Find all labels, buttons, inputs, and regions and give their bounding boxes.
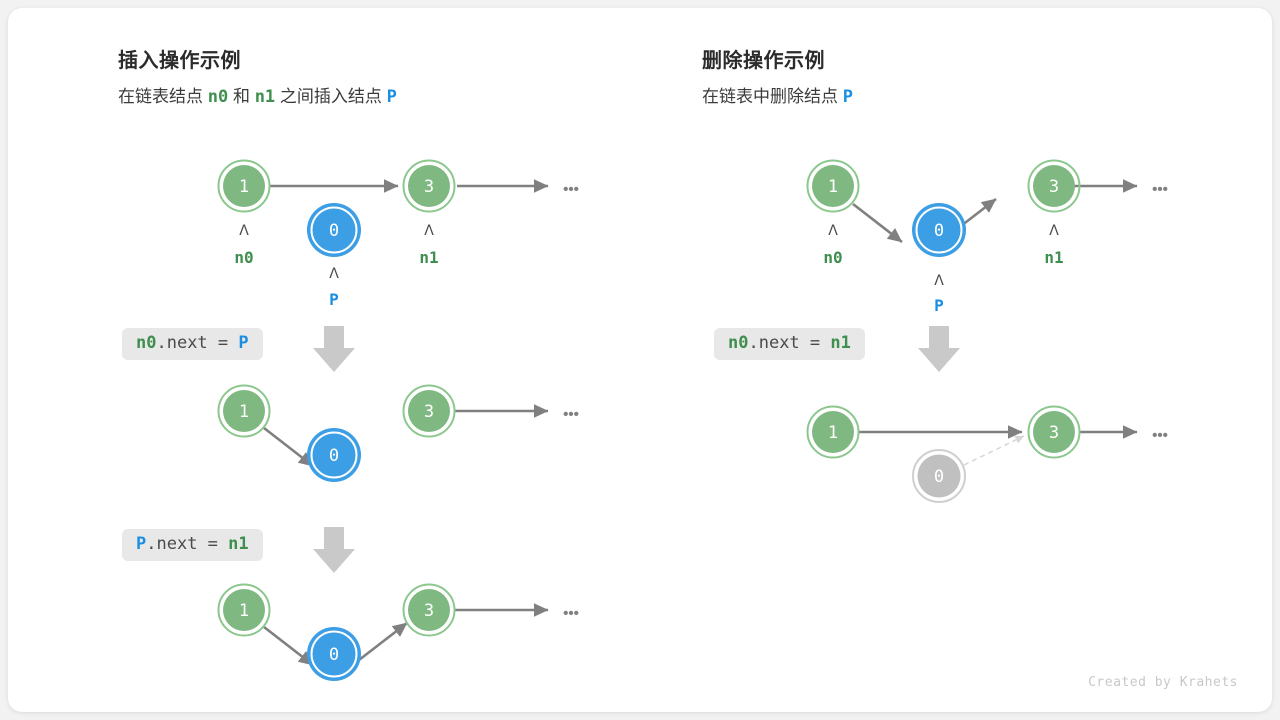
node-n1: 3 bbox=[402, 384, 456, 438]
delete-row-after: 1 0 3 ••• bbox=[806, 405, 1168, 503]
delete-row-before: 1 Λ n0 0 Λ P 3 bbox=[806, 159, 1168, 315]
link-arrow-p-n1 bbox=[358, 621, 408, 662]
node-value: 0 bbox=[329, 645, 339, 665]
node-value: 3 bbox=[1049, 423, 1059, 443]
list-ellipsis: ••• bbox=[1152, 427, 1168, 444]
node-value: 0 bbox=[934, 467, 944, 487]
step-down-arrow-1 bbox=[313, 326, 355, 372]
pointer-label-p: P bbox=[934, 296, 944, 315]
node-value: 0 bbox=[329, 221, 339, 241]
node-n0: 1 bbox=[217, 583, 271, 637]
code-value: n1 bbox=[228, 534, 249, 554]
node-value: 1 bbox=[239, 177, 249, 197]
dangling-link-arrow bbox=[963, 435, 1025, 466]
node-value: 3 bbox=[1049, 177, 1059, 197]
insert-row-after-step-1: 1 0 3 ••• bbox=[217, 384, 579, 482]
pointer-caret-icon: Λ bbox=[424, 223, 434, 239]
insert-diagram-svg: 1 Λ n0 0 Λ P 3 bbox=[217, 159, 579, 681]
code-middle: .next = bbox=[156, 333, 239, 353]
code-middle: .next = bbox=[748, 333, 831, 353]
step-down-arrow-2 bbox=[313, 527, 355, 573]
node-n1: 3 bbox=[402, 159, 456, 213]
node-n1: 3 bbox=[1027, 405, 1081, 459]
node-n1: 3 bbox=[1027, 159, 1081, 213]
list-ellipsis: ••• bbox=[563, 605, 579, 622]
link-arrow-n0-p bbox=[263, 426, 314, 468]
node-n1: 3 bbox=[402, 583, 456, 637]
code-target: n0 bbox=[136, 333, 157, 353]
code-value: n1 bbox=[830, 333, 851, 353]
subtitle-text-3: 之间插入结点 bbox=[279, 87, 382, 106]
node-n0: 1 bbox=[806, 405, 860, 459]
node-p: 0 bbox=[307, 627, 361, 681]
insert-row-after-step-2: 1 0 3 ••• bbox=[217, 583, 579, 681]
delete-diagram-svg: 1 Λ n0 0 Λ P 3 bbox=[806, 159, 1168, 503]
node-p: 0 bbox=[912, 203, 966, 257]
list-ellipsis: ••• bbox=[1152, 181, 1168, 198]
insert-panel: 插入操作示例 在链表结点 n0 和 n1 之间插入结点 P n0.next = … bbox=[8, 8, 648, 712]
pointer-caret-icon: Λ bbox=[934, 273, 944, 289]
insert-panel-subtitle: 在链表结点 n0 和 n1 之间插入结点 P bbox=[118, 82, 397, 107]
node-value: 1 bbox=[828, 423, 838, 443]
pointer-caret-icon: Λ bbox=[239, 223, 249, 239]
code-target: n0 bbox=[728, 333, 749, 353]
node-value: 3 bbox=[424, 177, 434, 197]
node-n0: 1 bbox=[217, 384, 271, 438]
delete-panel: 删除操作示例 在链表中删除结点 P n0.next = n1 1 bbox=[592, 8, 1232, 712]
pointer-label-n1: n1 bbox=[1044, 248, 1063, 267]
code-middle: .next = bbox=[146, 534, 229, 554]
credit-text: Created by Krahets bbox=[1088, 675, 1238, 690]
node-n0: 1 bbox=[806, 159, 860, 213]
node-deleted: 0 bbox=[912, 449, 966, 503]
node-value: 1 bbox=[239, 402, 249, 422]
subtitle-ref-p: P bbox=[842, 87, 853, 107]
subtitle-text-1: 在链表结点 bbox=[118, 87, 203, 106]
subtitle-ref-p: P bbox=[386, 87, 397, 107]
code-badge-n0-next-p: n0.next = P bbox=[122, 328, 263, 360]
diagram-card: 插入操作示例 在链表结点 n0 和 n1 之间插入结点 P n0.next = … bbox=[8, 8, 1272, 712]
delete-panel-title: 删除操作示例 bbox=[702, 50, 825, 72]
pointer-label-n1: n1 bbox=[419, 248, 438, 267]
list-ellipsis: ••• bbox=[563, 406, 579, 423]
pointer-caret-icon: Λ bbox=[329, 266, 339, 282]
code-badge-p-next-n1: P.next = n1 bbox=[122, 529, 263, 561]
link-arrow-n0-p bbox=[263, 625, 314, 667]
node-p: 0 bbox=[307, 203, 361, 257]
pointer-caret-icon: Λ bbox=[828, 223, 838, 239]
subtitle-ref-n0: n0 bbox=[207, 87, 229, 107]
node-value: 3 bbox=[424, 402, 434, 422]
pointer-label-n0: n0 bbox=[234, 248, 253, 267]
code-target: P bbox=[136, 534, 147, 554]
node-value: 3 bbox=[424, 601, 434, 621]
pointer-caret-icon: Λ bbox=[1049, 223, 1059, 239]
code-badge-n0-next-n1: n0.next = n1 bbox=[714, 328, 865, 360]
insert-row-before: 1 Λ n0 0 Λ P 3 bbox=[217, 159, 579, 309]
node-value: 0 bbox=[934, 221, 944, 241]
pointer-label-p: P bbox=[329, 290, 339, 309]
node-value: 1 bbox=[239, 601, 249, 621]
link-arrow-n0-p bbox=[852, 202, 903, 244]
node-value: 0 bbox=[329, 446, 339, 466]
list-ellipsis: ••• bbox=[563, 181, 579, 198]
step-down-arrow-1 bbox=[918, 326, 960, 372]
subtitle-text-2: 和 bbox=[232, 87, 250, 106]
pointer-label-n0: n0 bbox=[823, 248, 842, 267]
node-p: 0 bbox=[307, 428, 361, 482]
node-n0: 1 bbox=[217, 159, 271, 213]
insert-panel-title: 插入操作示例 bbox=[118, 50, 241, 72]
code-value: P bbox=[238, 333, 249, 353]
subtitle-ref-n1: n1 bbox=[254, 87, 276, 107]
subtitle-text-1: 在链表中删除结点 bbox=[702, 87, 838, 106]
delete-panel-subtitle: 在链表中删除结点 P bbox=[702, 82, 853, 107]
node-value: 1 bbox=[828, 177, 838, 197]
